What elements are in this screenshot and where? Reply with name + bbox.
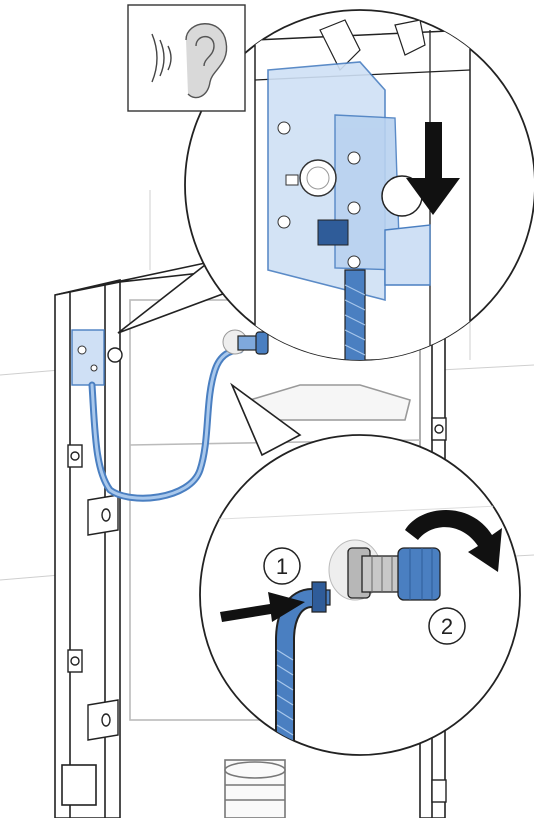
- step-1-callout: 1: [263, 547, 301, 585]
- control-unit-small: [71, 329, 123, 386]
- sound-hint-box: [127, 4, 246, 112]
- connection-hose: [88, 346, 244, 502]
- sound-waves-icon: [151, 33, 172, 83]
- arrow-push-icon: [220, 592, 305, 622]
- hose-elbow: [275, 581, 331, 755]
- ear-icon: [185, 23, 228, 99]
- step-1-number: 1: [276, 554, 288, 579]
- wall-fitting: [328, 539, 441, 601]
- arrow-down-icon: [406, 122, 460, 215]
- angle-valve: [222, 329, 269, 355]
- braided-hose-top: [344, 269, 366, 360]
- step-2-number: 2: [441, 614, 453, 639]
- control-unit-panel: [267, 61, 431, 302]
- arrow-rotate-icon: [405, 510, 502, 572]
- detail-circle-bottom: [199, 434, 521, 756]
- mounting-brackets: [67, 417, 447, 803]
- step-2-callout: 2: [428, 607, 466, 645]
- detail-bottom-leader: [230, 382, 302, 457]
- detail-circle-top: [184, 9, 534, 361]
